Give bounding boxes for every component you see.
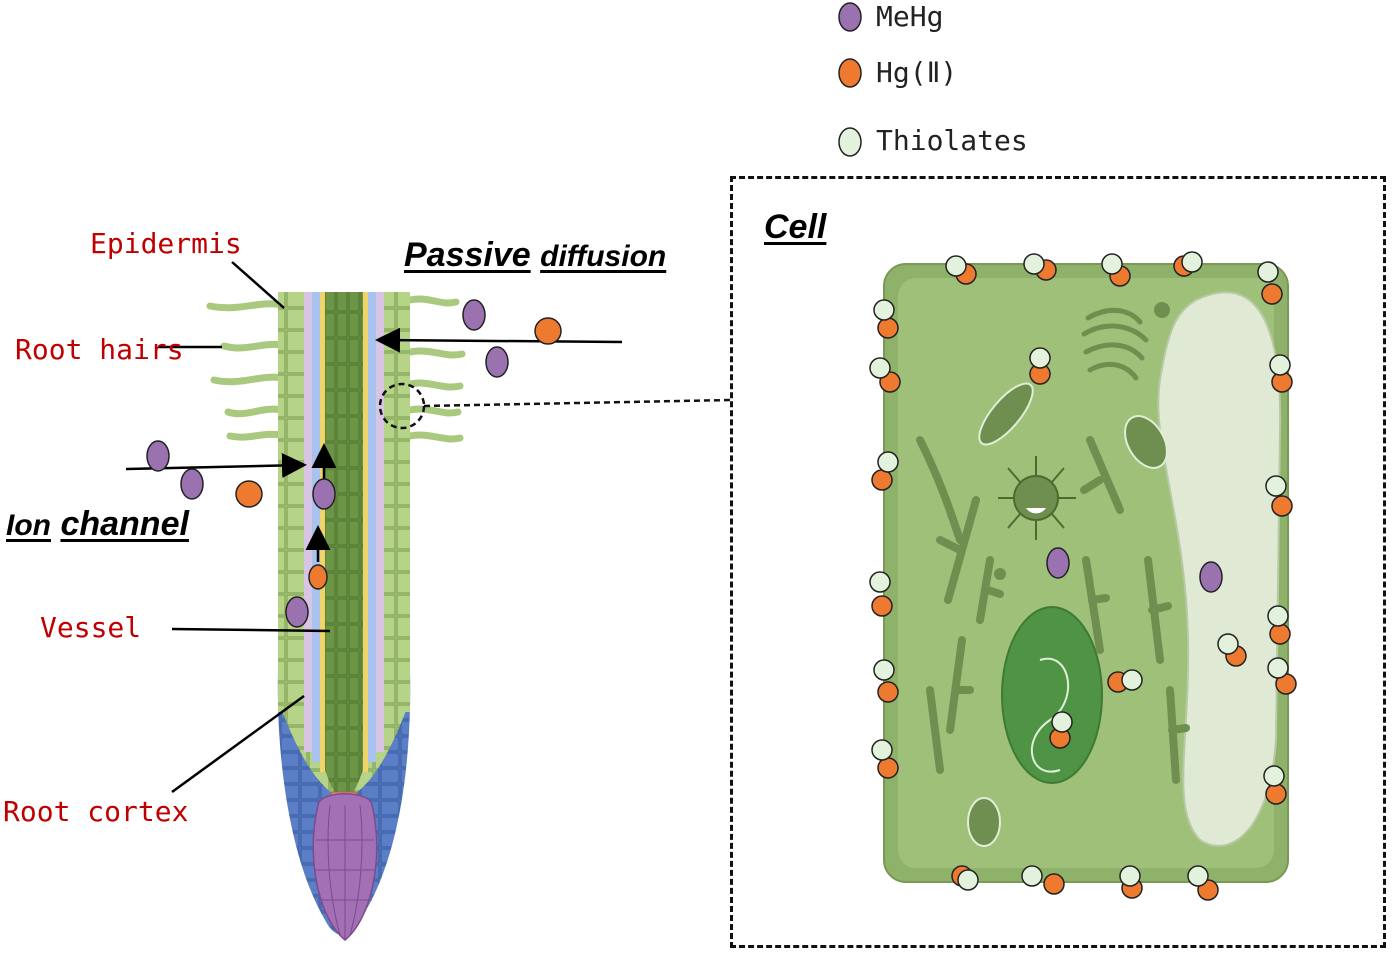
thiolate-particle <box>1265 475 1287 497</box>
thiolate-particle <box>1269 354 1291 376</box>
thiolate-particle <box>1051 711 1073 733</box>
thiolate-particle <box>1263 765 1285 787</box>
thiolate-particle <box>1119 865 1141 887</box>
root-illustration <box>206 292 466 941</box>
hg-particle <box>235 480 263 508</box>
legend-markers <box>838 2 862 157</box>
cell-mehg <box>1046 547 1223 593</box>
mitochondria <box>967 382 1168 847</box>
hg-particle <box>877 681 899 703</box>
legend-thiolates-label: Thiolates <box>876 124 1028 157</box>
hg-particle <box>1271 495 1293 517</box>
thiolate-particle <box>1021 865 1043 887</box>
thiolate-particle <box>1257 261 1279 283</box>
thiolate-particle <box>1217 633 1239 655</box>
vessel-label: Vessel <box>40 611 142 644</box>
thiolate-particle <box>869 571 891 593</box>
thiolate-particle <box>871 739 893 761</box>
hg-particle <box>1261 283 1283 305</box>
thiolate-particle <box>1267 657 1289 679</box>
thiolate-particle <box>1267 605 1289 627</box>
root-hairs-label: Root hairs <box>15 333 184 366</box>
diffusion-word: diffusion <box>540 240 667 273</box>
legend-thiolates-marker <box>838 127 862 157</box>
thiolate-particle <box>1181 251 1203 273</box>
hg-particle <box>871 595 893 617</box>
root-particles <box>146 299 562 628</box>
mehg-particle <box>285 596 309 628</box>
mehg-particle <box>146 440 170 472</box>
root-cortex-label: Root cortex <box>3 795 189 828</box>
cell-zoom-box <box>730 176 1386 948</box>
leader-lines <box>158 261 331 794</box>
thiolate-particle <box>873 299 895 321</box>
centrosome <box>998 456 1076 540</box>
mehg-particle <box>462 299 486 331</box>
mehg-particle <box>180 468 204 500</box>
mehg-particle <box>1046 547 1070 579</box>
cell-particles <box>869 251 1297 901</box>
thiolate-particle <box>869 357 891 379</box>
passive-word: Passive <box>404 236 531 274</box>
plant-cell <box>883 263 1289 883</box>
thiolate-particle <box>1101 253 1123 275</box>
legend-hg-marker <box>838 58 862 88</box>
passive-diffusion-label: Passive diffusion <box>404 238 666 272</box>
mehg-particle <box>312 478 336 510</box>
cell-label: Cell <box>764 208 827 246</box>
legend-mehg-marker <box>838 2 862 32</box>
hg-particle <box>1043 873 1065 895</box>
golgi <box>1081 307 1149 381</box>
root-hairs <box>206 295 466 443</box>
thiolate-particle <box>957 869 979 891</box>
thiolate-particle <box>1121 669 1143 691</box>
thiolate-particle <box>945 255 967 277</box>
ion-word: Ion <box>6 509 51 542</box>
thiolate-particle <box>873 659 895 681</box>
thiolate-particle <box>1029 347 1051 369</box>
thiolate-particle <box>1023 253 1045 275</box>
endoplasmic-reticulum <box>916 436 1190 784</box>
legend-mehg-label: MeHg <box>876 0 944 33</box>
epidermis-label: Epidermis <box>90 227 242 260</box>
mehg-particle <box>485 346 509 378</box>
ion-channel-label: Ion channel <box>6 507 189 541</box>
hg-particle <box>534 317 562 345</box>
zoom-connector <box>423 398 731 408</box>
nucleus <box>1001 606 1103 784</box>
thiolate-particle <box>877 451 899 473</box>
legend-hg-label: Hg(Ⅱ) <box>876 56 958 89</box>
vessel-stele <box>325 292 363 800</box>
mehg-particle <box>1199 561 1223 593</box>
hg-particle <box>308 564 328 590</box>
thiolate-particle <box>1187 865 1209 887</box>
channel-word: channel <box>60 505 189 543</box>
